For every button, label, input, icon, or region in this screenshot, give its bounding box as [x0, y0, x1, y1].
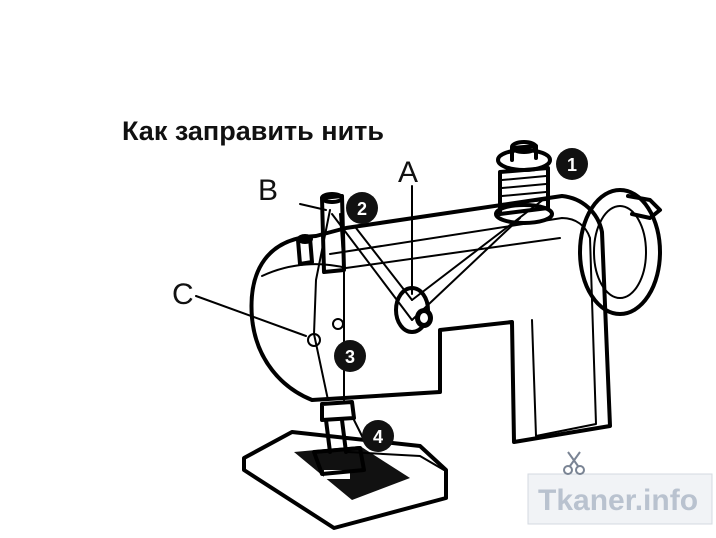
- label-c: C: [172, 278, 194, 311]
- step-1-number: 1: [567, 155, 577, 175]
- diagram-title: Как заправить нить: [122, 116, 384, 146]
- leader-lines: [195, 185, 413, 337]
- watermark: Tkaner.info: [527, 451, 713, 525]
- watermark-text: Tkaner.info: [538, 484, 698, 517]
- scissors-icon: [563, 451, 585, 475]
- machine-body: [249, 140, 662, 476]
- step-2-number: 2: [357, 199, 367, 219]
- step-3-number: 3: [345, 347, 355, 367]
- step-badge-2: 2: [346, 192, 378, 224]
- step-badge-1: 1: [556, 148, 588, 180]
- label-a: A: [398, 156, 418, 189]
- step-badge-4: 4: [362, 420, 394, 452]
- step-4-number: 4: [373, 427, 383, 447]
- step-badge-3: 3: [334, 340, 366, 372]
- label-b: B: [258, 174, 278, 207]
